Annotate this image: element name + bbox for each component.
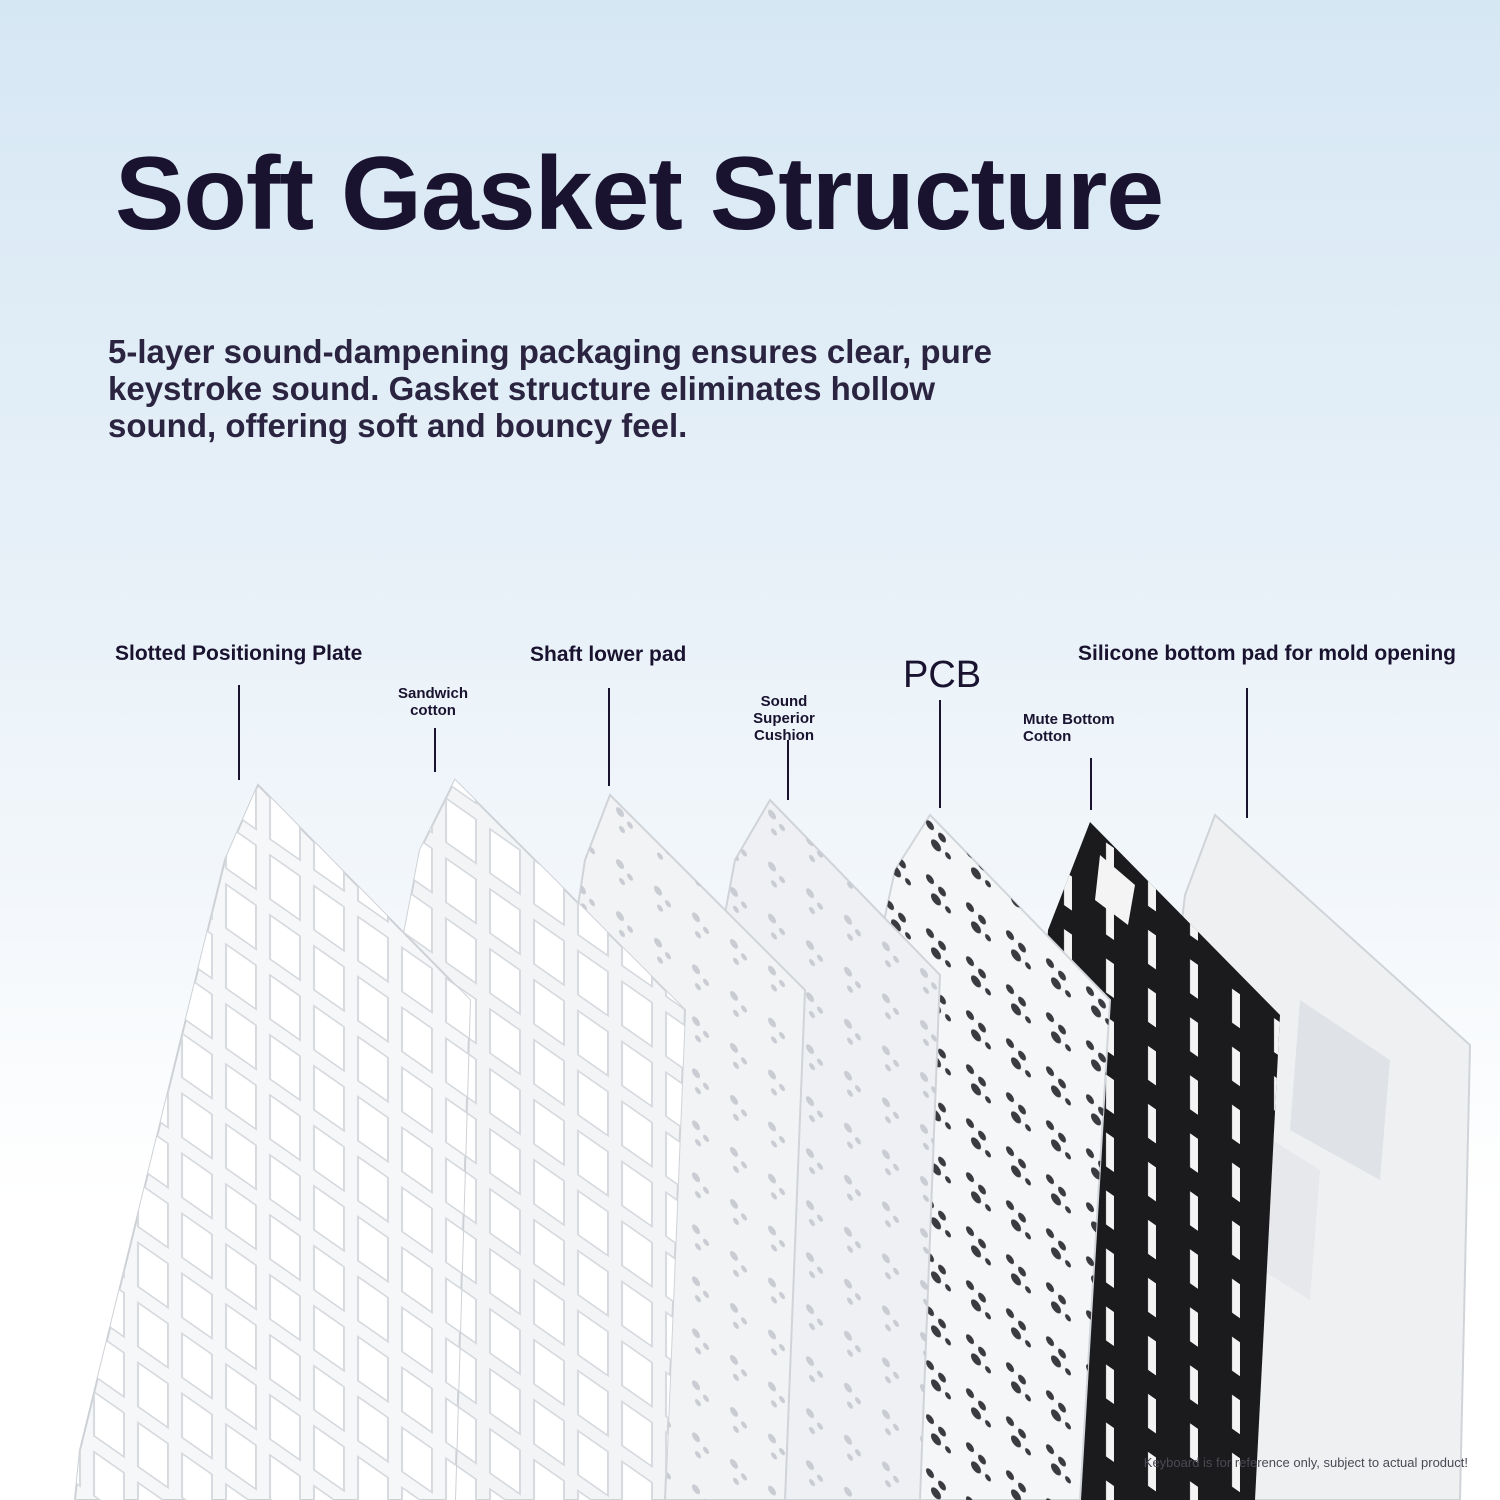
layer-label-slotted-positioning-plate: Slotted Positioning Plate: [115, 642, 363, 665]
layer-label-silicone-bottom-pad: Silicone bottom pad for mold opening: [1078, 642, 1456, 665]
disclaimer-text: Keyboard is for reference only, subject …: [1143, 1455, 1468, 1470]
slotted-positioning-plate-layer: [73, 783, 472, 1500]
layer-label-shaft-lower-pad: Shaft lower pad: [530, 643, 687, 666]
leader-line-slotted-positioning-plate: [238, 685, 240, 780]
layer-label-sandwich-cotton: Sandwich cotton: [397, 685, 468, 719]
leader-line-shaft-lower-pad: [608, 688, 610, 786]
leader-line-mute-bottom-cotton: [1090, 758, 1092, 810]
page-description: 5-layer sound-dampening packaging ensure…: [108, 333, 992, 444]
layer-label-sound-superior-cushion: Sound Superior Cushion: [753, 693, 815, 744]
layer-label-mute-bottom-cotton: Mute Bottom Cotton: [1023, 711, 1115, 745]
leader-line-sound-superior-cushion: [787, 740, 789, 800]
layer-label-pcb: PCB: [903, 654, 982, 696]
leader-line-silicone-bottom-pad: [1246, 688, 1248, 818]
leader-line-sandwich-cotton: [434, 728, 436, 772]
leader-line-pcb: [939, 700, 941, 808]
page-title: Soft Gasket Structure: [115, 136, 1164, 252]
